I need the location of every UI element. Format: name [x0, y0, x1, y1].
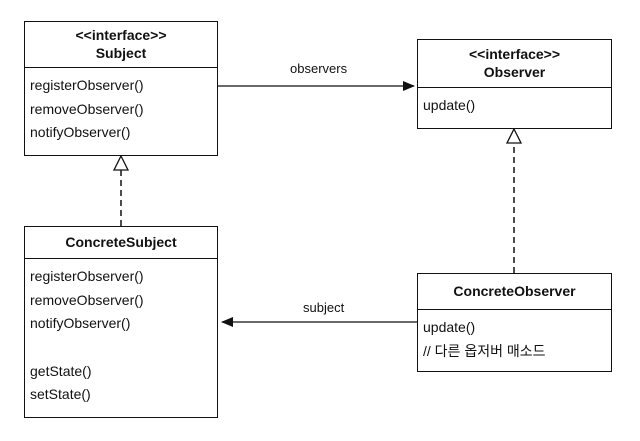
observer-stereotype: <<interface>> — [468, 46, 561, 62]
concrete-observer-operation: update() — [423, 319, 476, 335]
concrete-subject-operation: registerObserver() — [30, 268, 144, 284]
concrete-observer-operation: // 다른 옵저버 매소드 — [423, 342, 546, 359]
operation-spacer — [30, 336, 212, 360]
concrete-subject-state-operation: getState() — [30, 362, 92, 379]
subject-class-header: <<interface>> Subject — [25, 22, 217, 68]
subject-operations: registerObserver() removeObserver() noti… — [25, 68, 217, 145]
subject-operation: removeObserver() — [30, 100, 144, 117]
observers-association-label: observers — [290, 61, 348, 76]
observer-class-box: <<interface>> Observer update() — [417, 39, 612, 129]
subject-operation: registerObserver() — [30, 77, 144, 93]
observer-realization-arrowhead — [505, 127, 523, 144]
concrete-subject-state-operation: setState() — [30, 386, 91, 402]
concrete-subject-operations: registerObserver() removeObserver() noti… — [25, 259, 217, 407]
concrete-observer-class-name: ConcreteObserver — [453, 283, 576, 299]
observer-operations: update() — [418, 88, 611, 118]
concrete-observer-class-box: ConcreteObserver update() // 다른 옵저버 매소드 — [417, 273, 612, 372]
subject-class-name: Subject — [95, 45, 147, 61]
subject-stereotype: <<interface>> — [75, 27, 167, 43]
concrete-observer-class-header: ConcreteObserver — [418, 274, 611, 310]
concrete-subject-operation: notifyObserver() — [30, 315, 131, 331]
observer-operation: update() — [423, 97, 476, 113]
concrete-subject-class-name: ConcreteSubject — [65, 234, 177, 250]
observer-class-name: Observer — [483, 64, 546, 80]
concrete-subject-class-box: ConcreteSubject registerObserver() remov… — [24, 226, 218, 418]
concrete-subject-class-header: ConcreteSubject — [25, 227, 217, 259]
concrete-observer-operations: update() // 다른 옵저버 매소드 — [418, 310, 611, 363]
subject-class-box: <<interface>> Subject registerObserver()… — [24, 21, 218, 156]
subject-operation: notifyObserver() — [30, 124, 131, 140]
subject-realization-arrowhead — [112, 154, 130, 171]
subject-association-label: subject — [303, 300, 345, 315]
observer-class-header: <<interface>> Observer — [418, 40, 611, 88]
concrete-subject-operation: removeObserver() — [30, 291, 144, 308]
